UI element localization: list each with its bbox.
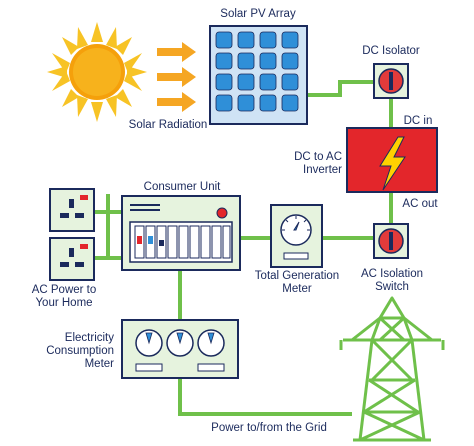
dc-in-label: DC in xyxy=(403,115,433,127)
ac-power-label-line1: AC Power to xyxy=(31,284,97,296)
ac-power-label: AC Power to Your Home xyxy=(22,284,106,310)
total-generation-meter-label: Total Generation Meter xyxy=(250,270,344,296)
meter-dial-icon xyxy=(135,329,163,357)
arrow-icon xyxy=(157,67,196,87)
total-generation-label-line1: Total Generation xyxy=(254,270,340,282)
ac-isolation-label-line2: Switch xyxy=(375,281,409,293)
solar-panel-icon xyxy=(209,25,308,125)
solar-pv-array-label: Solar PV Array xyxy=(220,8,296,20)
generation-meter-icon xyxy=(270,204,323,268)
ac-out-label: AC out xyxy=(402,198,438,210)
radiation-arrows xyxy=(157,42,196,112)
consumer-unit-label: Consumer Unit xyxy=(143,181,221,193)
arrow-icon xyxy=(157,92,196,112)
consumption-meter-icon xyxy=(121,319,239,379)
inverter-label-line2: Inverter xyxy=(303,164,342,176)
socket-icon xyxy=(49,188,95,232)
socket-icon xyxy=(49,237,95,281)
total-generation-label-line2: Meter xyxy=(282,283,312,295)
pylon-icon xyxy=(339,296,445,442)
inverter-label: DC to AC Inverter xyxy=(270,151,342,177)
ac-isolation-switch-icon xyxy=(373,223,409,259)
wire-meter-to-grid xyxy=(178,376,352,416)
dc-isolator-icon xyxy=(373,63,409,99)
meter-dial-icon xyxy=(197,329,225,357)
inverter-icon xyxy=(346,127,438,193)
inverter-label-line1: DC to AC xyxy=(294,151,342,163)
wire-panel-to-dc-isolator xyxy=(298,80,375,97)
ac-isolation-label-line1: AC Isolation xyxy=(360,268,423,280)
ac-isolation-switch-label: AC Isolation Switch xyxy=(352,268,432,294)
electricity-consumption-meter-label: Electricity Consumption Meter xyxy=(30,332,114,371)
lightning-bolt-icon xyxy=(379,136,406,191)
dc-isolator-label: DC Isolator xyxy=(362,45,420,57)
electricity-label-line1: Electricity xyxy=(64,332,114,344)
solar-radiation-label: Solar Radiation xyxy=(128,119,208,131)
grid-label: Power to/from the Grid xyxy=(211,422,327,434)
meter-dial-icon xyxy=(166,329,194,357)
electricity-label-line3: Meter xyxy=(84,358,114,370)
consumer-unit-icon xyxy=(121,195,241,271)
arrow-icon xyxy=(157,42,196,62)
wiring xyxy=(93,80,393,416)
electricity-label-line2: Consumption xyxy=(46,345,114,357)
ac-power-label-line2: Your Home xyxy=(35,297,93,309)
sun-icon xyxy=(47,22,147,122)
